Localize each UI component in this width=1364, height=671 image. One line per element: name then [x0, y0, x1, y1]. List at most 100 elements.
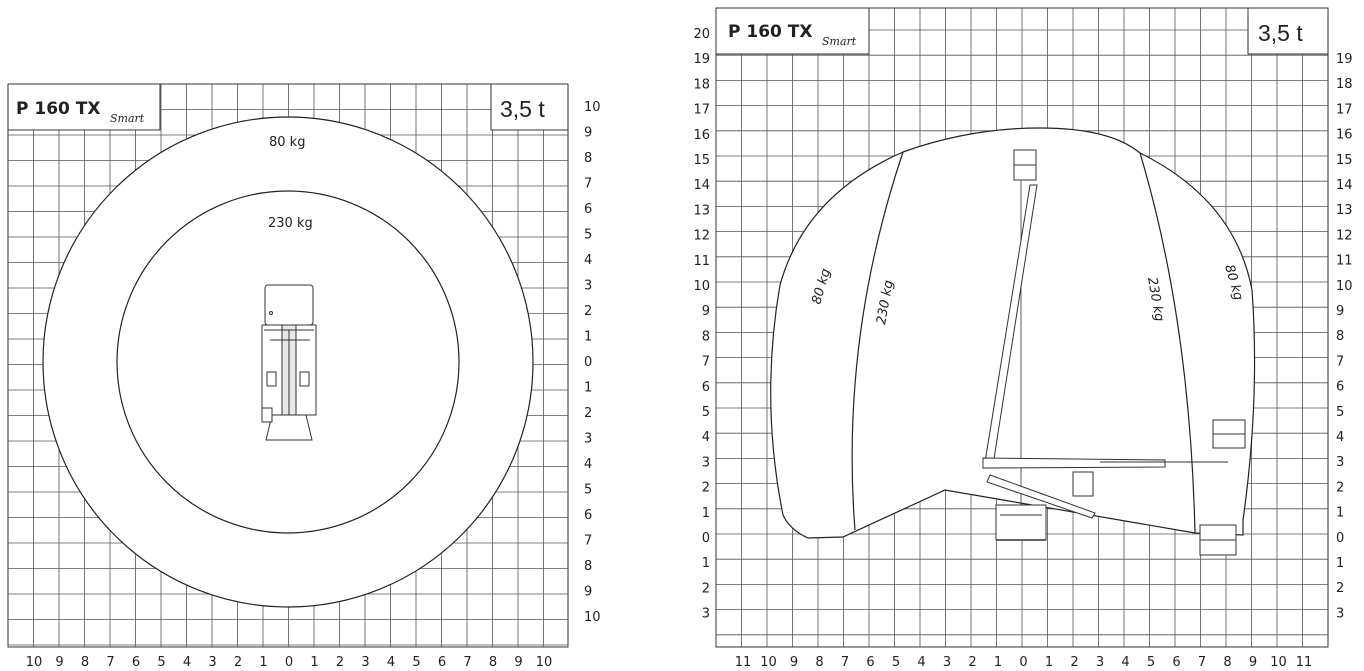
left-x-tick-label: 5	[412, 655, 420, 670]
left-y-tick-label: 8	[584, 559, 592, 574]
right-y-tick-label-left: 3	[702, 607, 710, 622]
right-y-tick-label-right: 7	[1336, 354, 1344, 369]
left-model-name: P 160 TX	[16, 99, 101, 119]
left-x-tick-label: 4	[183, 655, 191, 670]
right-y-tick-label-left: 13	[693, 203, 710, 218]
left-x-tick-label: 5	[157, 655, 165, 670]
right-model-name: P 160 TX	[728, 22, 813, 42]
right-x-tick-label: 10	[760, 655, 777, 670]
right-x-tick-label: 10	[1270, 655, 1287, 670]
left-x-tick-label: 1	[310, 655, 318, 670]
right-x-tick-label: 9	[790, 655, 798, 670]
left-y-tick-label: 3	[584, 432, 592, 447]
left-y-tick-label: 6	[584, 508, 592, 523]
left-y-tick-label: 2	[584, 304, 592, 319]
right-x-tick-label: 7	[1198, 655, 1206, 670]
left-y-tick-label: 7	[584, 177, 592, 192]
right-x-tick-label: 9	[1249, 655, 1257, 670]
right-y-tick-label-left: 10	[693, 279, 710, 294]
right-x-tick-label: 7	[841, 655, 849, 670]
left-weight: 3,5 t	[500, 96, 545, 122]
right-x-tick-label: 4	[917, 655, 925, 670]
left-y-tick-label: 10	[584, 610, 601, 625]
left-frame	[7, 83, 569, 648]
right-y-tick-label-left: 18	[693, 77, 710, 92]
right-y-tick-label-right: 18	[1336, 77, 1353, 92]
left-series-name: Smart	[110, 112, 145, 125]
right-series-name: Smart	[822, 35, 857, 48]
left-y-tick-label: 3	[584, 279, 592, 294]
right-y-tick-label-left: 11	[693, 254, 710, 269]
left-y-tick-label: 1	[584, 330, 592, 345]
left-y-tick-label: 1	[584, 381, 592, 396]
right-y-tick-label-right: 17	[1336, 102, 1353, 117]
right-y-tick-label-left: 5	[702, 405, 710, 420]
left-y-tick-label: 4	[584, 457, 592, 472]
left-y-tick-label: 5	[584, 483, 592, 498]
left-y-tick-label: 4	[584, 253, 592, 268]
left-x-tick-label: 7	[463, 655, 471, 670]
left-x-tick-label: 3	[208, 655, 216, 670]
right-y-tick-label-left: 15	[693, 153, 710, 168]
right-x-tick-label: 1	[994, 655, 1002, 670]
left-x-tick-label: 6	[132, 655, 140, 670]
right-y-tick-label-left: 4	[702, 430, 710, 445]
right-y-tick-label-right: 13	[1336, 203, 1353, 218]
right-y-tick-label-right: 8	[1336, 329, 1344, 344]
right-x-tick-label: 3	[1096, 655, 1104, 670]
right-y-tick-label-left: 2	[702, 481, 710, 496]
right-y-tick-label-left: 14	[693, 178, 710, 193]
right-y-tick-label-right: 12	[1336, 228, 1353, 243]
left-weight-box	[490, 83, 569, 131]
right-y-tick-label-left: 8	[702, 329, 710, 344]
right-y-tick-label-left: 19	[693, 52, 710, 67]
left-y-tick-label: 6	[584, 202, 592, 217]
right-x-tick-label: 2	[968, 655, 976, 670]
right-y-tick-label-right: 5	[1336, 405, 1344, 420]
left-y-tick-label: 9	[584, 126, 592, 141]
left-y-tick-label: 7	[584, 534, 592, 549]
right-title-box	[715, 7, 870, 55]
right-y-tick-label-right: 19	[1336, 52, 1353, 67]
left-x-tick-label: 2	[336, 655, 344, 670]
left-x-tick-label: 10	[536, 655, 553, 670]
right-x-tick-label: 8	[815, 655, 823, 670]
right-y-tick-label-right: 2	[1336, 581, 1344, 596]
left-y-tick-label: 5	[584, 228, 592, 243]
left-x-tick-label: 8	[489, 655, 497, 670]
right-x-tick-label: 5	[892, 655, 900, 670]
left-x-tick-label: 7	[106, 655, 114, 670]
left-x-tick-label: 8	[81, 655, 89, 670]
right-y-tick-label-left: 6	[702, 380, 710, 395]
left-y-tick-label: 8	[584, 151, 592, 166]
envelope-230kg-right-boundary	[1139, 152, 1196, 534]
left-x-tick-label: 9	[55, 655, 63, 670]
right-y-tick-label-left: 20	[693, 27, 710, 42]
right-y-tick-label-left: 17	[693, 103, 710, 118]
left-x-tick-label: 10	[26, 655, 43, 670]
left-title-box	[7, 83, 161, 131]
left-x-tick-label: 9	[514, 655, 522, 670]
left-x-tick-label: 0	[285, 655, 293, 670]
right-y-tick-label-left: 1	[702, 506, 710, 521]
envelope-230kg-left-boundary	[851, 151, 904, 531]
right-x-tick-label: 11	[735, 655, 752, 670]
right-y-tick-label-left: 9	[702, 304, 710, 319]
left-x-tick-label: 2	[234, 655, 242, 670]
left-y-tick-label: 0	[584, 355, 592, 370]
right-y-tick-label-right: 11	[1336, 254, 1353, 269]
right-weight: 3,5 t	[1258, 20, 1303, 46]
right-y-tick-label-left: 1	[702, 556, 710, 571]
machine-side-view	[982, 149, 1246, 556]
right-x-tick-label: 8	[1223, 655, 1231, 670]
right-y-tick-label-right: 10	[1336, 279, 1353, 294]
left-x-tick-label: 4	[387, 655, 395, 670]
right-y-tick-label-right: 3	[1336, 606, 1344, 621]
left-chart: P 160 TX Smart 3,5 t 80 kg 230 kg 109876…	[7, 83, 601, 670]
